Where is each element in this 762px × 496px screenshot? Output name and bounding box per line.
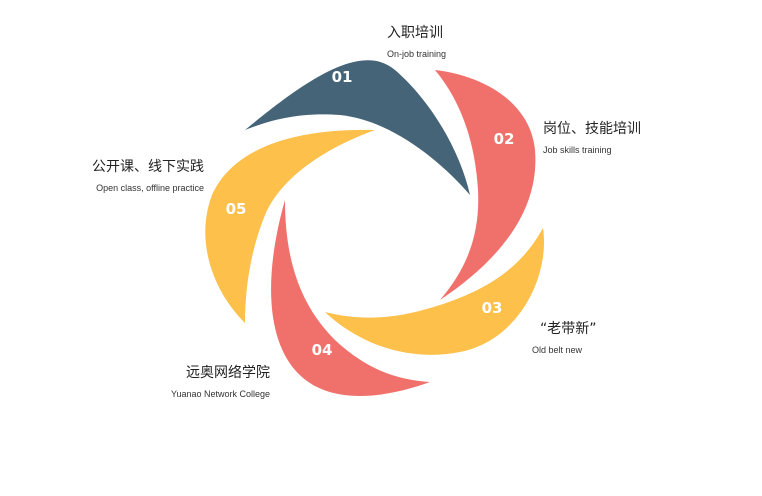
segment-05-petal: [205, 129, 375, 323]
segment-01-petal: [245, 60, 470, 195]
segment-04-petal: [271, 200, 430, 396]
label-02-title: 岗位、技能培训: [543, 121, 641, 137]
segment-02-number: 02: [494, 130, 515, 148]
segment-03-petal: [325, 228, 544, 355]
label-05-subtitle: Open class, offline practice: [96, 183, 204, 193]
label-05: 公开课、线下实践 Open class, offline practice: [92, 158, 204, 194]
segment-02-petal: [435, 70, 536, 300]
label-02: 岗位、技能培训 Job skills training: [543, 120, 641, 156]
segment-03-number: 03: [482, 299, 503, 317]
label-05-title: 公开课、线下实践: [92, 159, 204, 175]
label-03: “老带新” Old belt new: [532, 320, 597, 356]
segment-05-number: 05: [226, 200, 247, 218]
segment-01-number: 01: [332, 68, 353, 86]
label-03-subtitle: Old belt new: [532, 345, 583, 355]
label-02-subtitle: Job skills training: [543, 145, 612, 155]
label-04: 远奥网络学院 Yuanao Network College: [171, 364, 270, 400]
label-03-title: “老带新”: [540, 321, 597, 337]
label-01-subtitle: On-job training: [387, 49, 447, 59]
label-04-subtitle: Yuanao Network College: [170, 389, 270, 399]
label-01: 入职培训 On-job training: [387, 24, 446, 60]
label-01-title: 入职培训: [387, 25, 443, 41]
segment-04-number: 04: [312, 341, 333, 359]
label-04-title: 远奥网络学院: [186, 365, 270, 381]
